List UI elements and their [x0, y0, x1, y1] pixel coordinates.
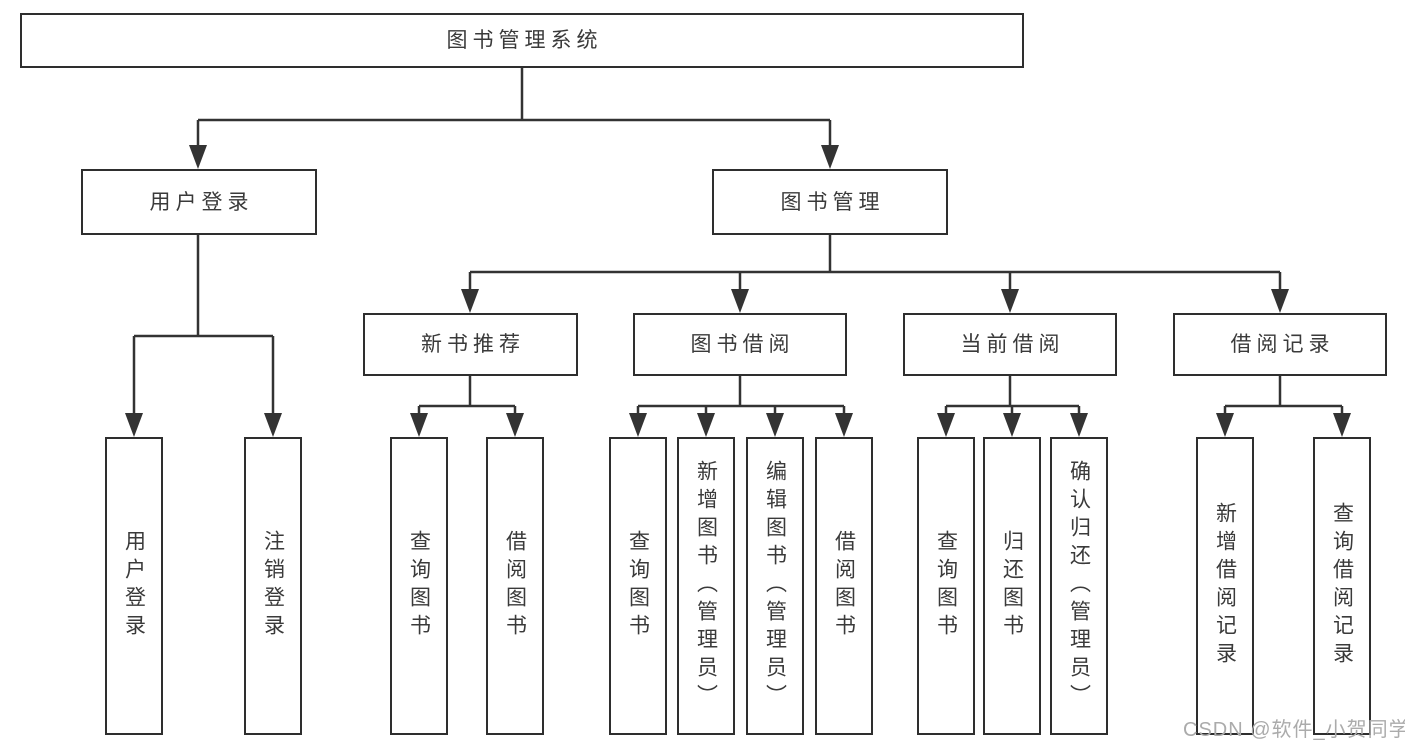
node-current-borrow-label: 当前借阅: [960, 333, 1065, 356]
node-book-management: 图书管理: [712, 169, 948, 235]
node-user-login: 用户登录: [81, 169, 317, 235]
node-leaf-bb-add-books-admin: 新增图书（管理员）: [677, 437, 735, 735]
tree-edges: [132, 68, 1344, 417]
node-leaf-nb-borrow-books: 借阅图书: [486, 437, 544, 735]
node-leaf-bb-query-books-label: 查询图书: [626, 530, 650, 642]
node-leaf-cb-confirm-return-admin: 确认归还（管理员）: [1050, 437, 1108, 735]
node-leaf-cb-query-books: 查询图书: [917, 437, 975, 735]
node-book-management-label: 图书管理: [780, 190, 885, 214]
node-leaf-cb-return-books-label: 归还图书: [1000, 530, 1024, 642]
node-leaf-cb-confirm-return-admin-label: 确认归还（管理员）: [1067, 460, 1091, 712]
node-leaf-bb-edit-books-admin: 编辑图书（管理员）: [746, 437, 804, 735]
node-leaf-br-query-record: 查询借阅记录: [1313, 437, 1371, 735]
node-root-label: 图书管理系统: [446, 29, 603, 52]
node-book-borrow: 图书借阅: [633, 313, 847, 376]
node-leaf-br-add-record-label: 新增借阅记录: [1213, 502, 1237, 670]
node-borrow-records: 借阅记录: [1173, 313, 1387, 376]
node-leaf-br-add-record: 新增借阅记录: [1196, 437, 1254, 735]
arrow-heads: [125, 145, 1351, 437]
node-root: 图书管理系统: [20, 13, 1024, 68]
node-leaf-bb-edit-books-admin-label: 编辑图书（管理员）: [763, 460, 787, 712]
node-leaf-logout: 注销登录: [244, 437, 302, 735]
node-leaf-bb-borrow-books: 借阅图书: [815, 437, 873, 735]
node-leaf-user-login: 用户登录: [105, 437, 163, 735]
csdn-watermark: CSDN @软件_小贺同学: [1183, 719, 1405, 741]
node-leaf-nb-borrow-books-label: 借阅图书: [503, 530, 527, 642]
node-leaf-user-login-label: 用户登录: [122, 530, 146, 642]
node-borrow-records-label: 借阅记录: [1230, 333, 1335, 356]
node-leaf-bb-query-books: 查询图书: [609, 437, 667, 735]
node-current-borrow: 当前借阅: [903, 313, 1117, 376]
node-leaf-bb-borrow-books-label: 借阅图书: [832, 530, 856, 642]
node-leaf-bb-add-books-admin-label: 新增图书（管理员）: [694, 460, 718, 712]
node-leaf-nb-query-books: 查询图书: [390, 437, 448, 735]
node-book-borrow-label: 图书借阅: [690, 333, 795, 356]
node-new-book-recommend: 新书推荐: [363, 313, 578, 376]
node-new-book-recommend-label: 新书推荐: [421, 333, 525, 356]
node-leaf-logout-label: 注销登录: [261, 530, 285, 642]
node-leaf-br-query-record-label: 查询借阅记录: [1330, 502, 1354, 670]
node-leaf-cb-query-books-label: 查询图书: [934, 530, 958, 642]
node-user-login-label: 用户登录: [149, 190, 254, 214]
node-leaf-cb-return-books: 归还图书: [983, 437, 1041, 735]
node-leaf-nb-query-books-label: 查询图书: [407, 530, 431, 642]
